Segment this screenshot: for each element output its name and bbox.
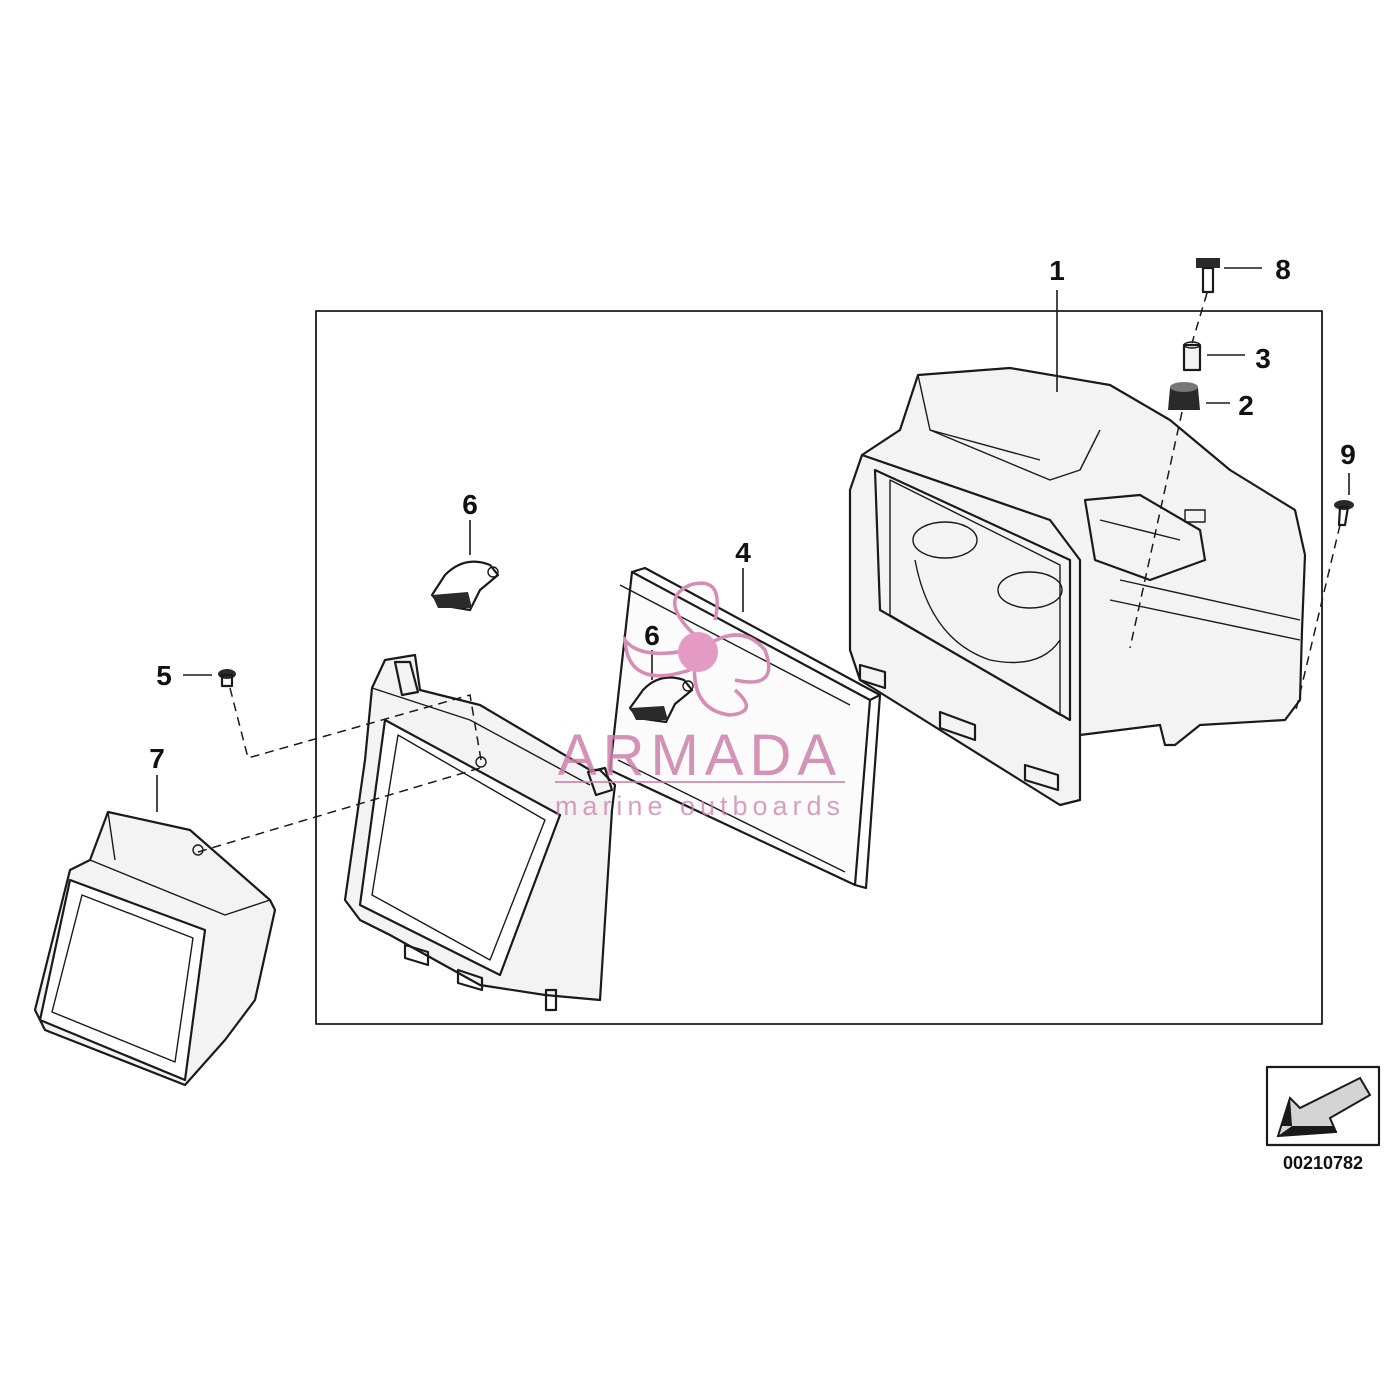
screw-9 <box>1334 500 1354 527</box>
assembly-dashed-lines <box>197 292 1341 853</box>
direction-arrow-icon <box>1276 1076 1372 1138</box>
watermark-brand: ARMADA <box>558 723 842 788</box>
clip-upper <box>430 560 500 612</box>
propeller-hub <box>678 632 718 672</box>
watermark-tagline: marine outboards <box>555 791 845 821</box>
callout-2: 2 <box>1238 390 1254 421</box>
sleeve-3 <box>1182 341 1202 372</box>
callout-6-lower: 6 <box>644 620 660 651</box>
intake-duct <box>33 810 277 1087</box>
clip-lower <box>628 676 694 724</box>
bolt-8 <box>1196 258 1220 294</box>
assembly-frame <box>315 310 1323 1025</box>
callout-3: 3 <box>1255 343 1271 374</box>
callout-7: 7 <box>149 743 165 774</box>
air-filter-housing <box>848 366 1307 807</box>
callout-1: 1 <box>1049 255 1065 286</box>
grommet-2 <box>1168 382 1200 410</box>
filter-element <box>608 566 882 890</box>
screw-5 <box>218 669 236 688</box>
callout-8: 8 <box>1275 254 1291 285</box>
callout-4: 4 <box>735 537 751 568</box>
propeller-logo-icon <box>622 581 771 717</box>
intake-housing <box>343 653 617 1012</box>
callout-9: 9 <box>1340 439 1356 470</box>
callout-5: 5 <box>156 660 172 691</box>
reference-code: 00210782 <box>1283 1153 1363 1173</box>
callout-6-upper: 6 <box>462 489 478 520</box>
watermark: ARMADA marine outboards <box>555 581 845 821</box>
direction-arrow-box <box>1265 1065 1381 1147</box>
